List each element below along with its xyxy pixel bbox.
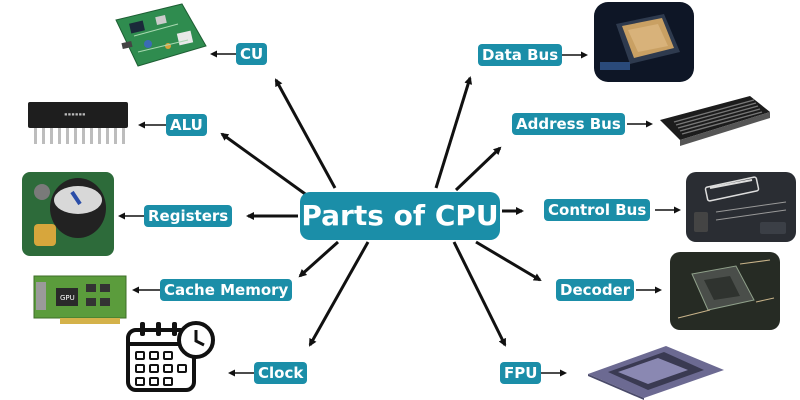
arrow-to-cache-memory bbox=[298, 240, 340, 278]
control-bus-board-icon bbox=[686, 172, 796, 242]
fpu-chip-icon bbox=[588, 346, 724, 400]
label-registers: Registers bbox=[144, 205, 233, 227]
calendar-clock-icon bbox=[126, 321, 215, 392]
arrow-to-data-bus bbox=[434, 76, 473, 189]
label-alu: ALU bbox=[166, 114, 207, 136]
heatsink-icon bbox=[660, 96, 770, 146]
svg-text:GPU: GPU bbox=[60, 294, 75, 302]
capacitor-icon bbox=[22, 172, 114, 256]
arrow-to-alu bbox=[220, 132, 309, 198]
arrow-to-decoder bbox=[475, 240, 542, 282]
arrow-to-cu bbox=[274, 78, 337, 189]
label-fpu: FPU bbox=[500, 362, 542, 384]
label-address-bus: Address Bus bbox=[512, 113, 625, 135]
label-cache-memory: Cache Memory bbox=[160, 279, 293, 301]
arrow-to-address-bus bbox=[454, 146, 502, 192]
arrow-to-fpu bbox=[452, 241, 507, 347]
label-clock: Clock bbox=[254, 362, 308, 384]
svg-text:▪▪▪▪▪▪: ▪▪▪▪▪▪ bbox=[64, 111, 86, 118]
decoder-chip-icon bbox=[670, 252, 780, 330]
arrow-to-clock bbox=[308, 241, 370, 347]
graphics-card-icon: GPU bbox=[33, 275, 127, 324]
chip-icon: ▪▪▪▪▪▪ bbox=[28, 102, 128, 144]
label-cu: CU bbox=[236, 43, 268, 65]
label-data-bus: Data Bus bbox=[478, 44, 563, 66]
processor-icon bbox=[594, 2, 694, 82]
label-decoder: Decoder bbox=[556, 279, 635, 301]
diagram-title: Parts of CPU bbox=[300, 192, 500, 240]
label-control-bus: Control Bus bbox=[544, 199, 651, 221]
circuit-board-icon bbox=[115, 3, 207, 67]
